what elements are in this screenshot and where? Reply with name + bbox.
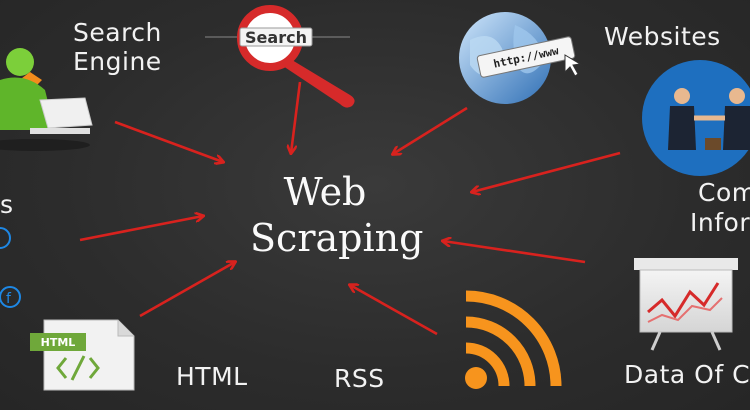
html-label: HTML	[176, 362, 248, 391]
left-cut-label: s	[0, 190, 14, 219]
arrows	[79, 81, 621, 336]
arrow-html	[139, 262, 235, 318]
arrow-data	[443, 241, 586, 264]
person-computer-icon	[0, 48, 93, 151]
arrow-search-box	[291, 81, 302, 153]
svg-text:f: f	[6, 291, 12, 307]
html-file-icon	[30, 319, 135, 391]
center-label: Web Scraping	[250, 170, 424, 261]
search-engine-line2: Engine	[73, 47, 162, 77]
rss-icon	[465, 290, 562, 389]
company-info-line2: Inform	[690, 208, 750, 238]
center-line2: Scraping	[250, 215, 424, 260]
arrow-websites	[393, 106, 468, 154]
chart-board-icon	[634, 258, 738, 351]
search-engine-label: Search Engine	[73, 18, 162, 77]
arrow-search-engine	[114, 120, 223, 162]
globe-icon	[459, 12, 582, 104]
websites-label: Websites	[604, 22, 721, 51]
search-engine-line1: Search	[73, 18, 162, 47]
center-line1: Web	[283, 170, 367, 214]
rss-label: RSS	[334, 364, 385, 393]
search-icon	[205, 5, 355, 108]
search-box-text: Search	[245, 28, 307, 47]
arrow-company	[472, 151, 621, 192]
social-icons: f	[0, 227, 21, 308]
data-of-label: Data Of C	[624, 360, 750, 389]
company-info-label: Comp Inform	[690, 178, 750, 238]
arrow-rss	[350, 285, 438, 336]
handshake-icon	[642, 60, 750, 176]
html-file-text: HTML	[41, 336, 76, 349]
arrow-left	[79, 216, 203, 242]
company-info-line1: Comp	[698, 178, 750, 207]
